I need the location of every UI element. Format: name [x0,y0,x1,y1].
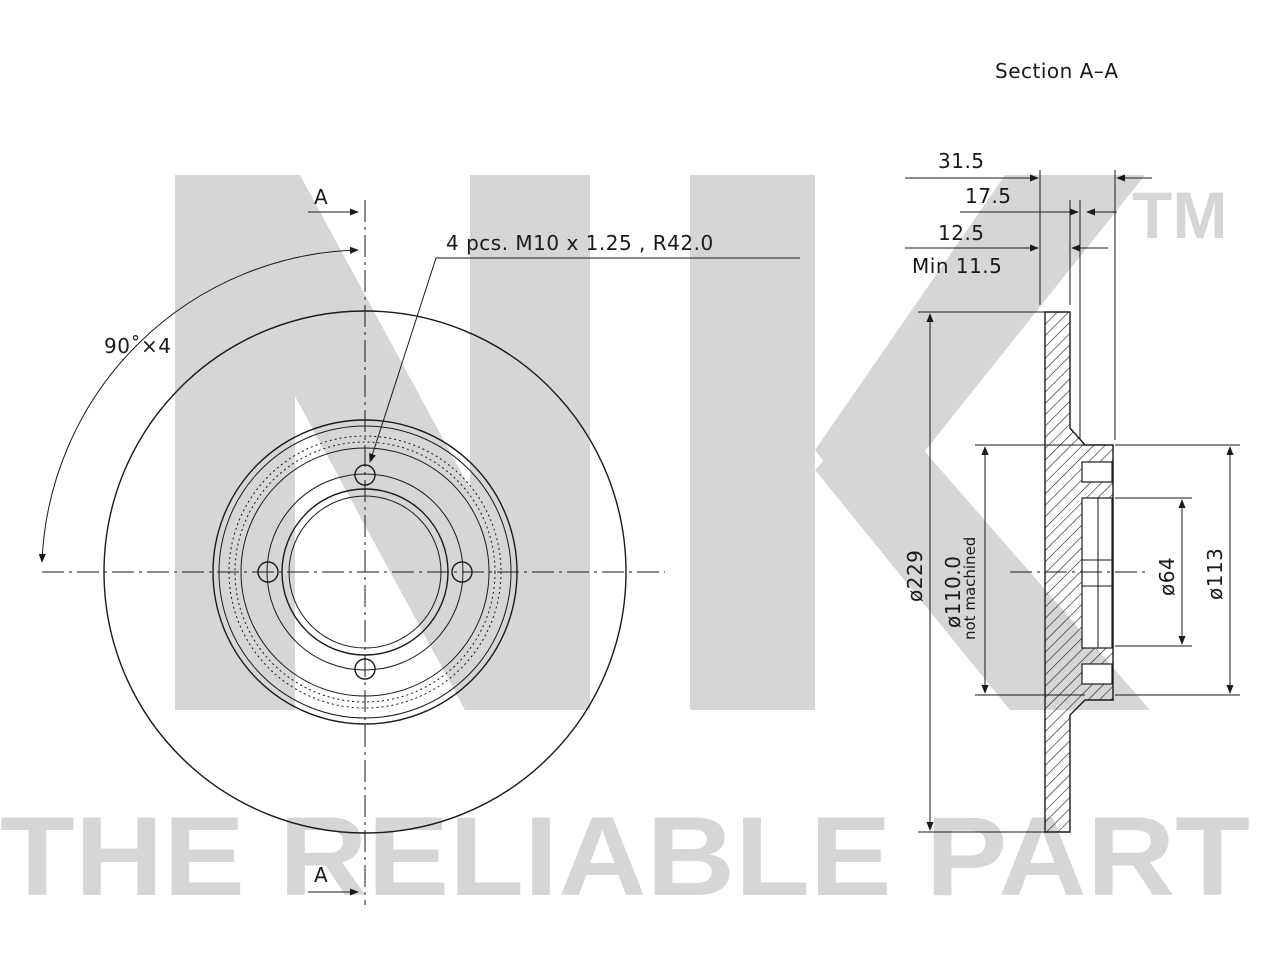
angle-label: 90˚×4 [104,334,171,358]
watermark-trademark: TM [1132,178,1227,252]
bolt-callout-leader [369,257,800,463]
front-view [38,200,800,905]
angle-arc [38,246,359,563]
dim-overall-width: 31.5 [938,149,985,173]
section-marker-top: A [314,185,328,209]
dim-disc-thickness: 12.5 [938,221,985,245]
watermark-logo [175,175,1150,710]
bolt-callout: 4 pcs. M10 x 1.25 , R42.0 [446,231,714,255]
disc-cross-section [1044,311,1114,833]
dim-min-thickness: Min 11.5 [912,254,1002,278]
watermark-tagline: THE RELIABLE PART [0,794,1250,919]
dim-hub-diameter: ø113 [1203,548,1227,600]
dim-outer-diameter: ø229 [903,550,927,602]
section-view [905,170,1240,833]
section-title: Section A–A [995,59,1119,83]
dim-hub-width: 17.5 [965,184,1012,208]
dim-hat-note: not machined [961,537,979,640]
section-marker-bottom: A [314,863,328,887]
dim-hat-diameter: ø110.0 [941,556,965,629]
dim-center-bore: ø64 [1155,557,1179,596]
